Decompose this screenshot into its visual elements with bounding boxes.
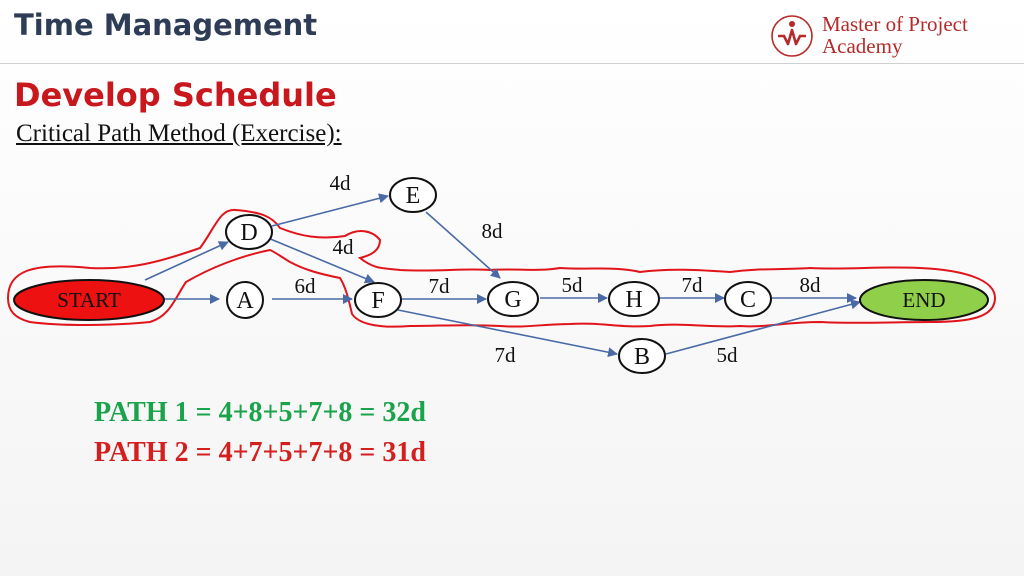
node-start-label: START bbox=[57, 288, 121, 312]
node-g-label: G bbox=[504, 287, 521, 313]
brand-logo: Master of Project Academy bbox=[770, 12, 1016, 58]
duration-f-b: 7d bbox=[495, 343, 517, 367]
arrow-e-g bbox=[425, 211, 501, 279]
node-b-label: B bbox=[634, 344, 650, 370]
duration-d-e: 4d bbox=[330, 171, 352, 195]
node-c-label: C bbox=[740, 287, 756, 313]
duration-c-end: 8d bbox=[800, 273, 822, 297]
path-2-calculation: PATH 2 = 4+7+5+7+8 = 31d bbox=[94, 437, 426, 468]
slide-header: Time Management Master of Project Academ… bbox=[0, 0, 1024, 64]
node-f-shape bbox=[354, 282, 402, 318]
arrow-d-e bbox=[271, 193, 389, 227]
node-end-shape bbox=[859, 279, 989, 321]
node-h-shape bbox=[608, 281, 660, 317]
node-end-label: END bbox=[902, 288, 945, 312]
duration-d-f: 4d bbox=[333, 235, 355, 259]
page-title: Time Management bbox=[14, 8, 318, 42]
node-e-shape bbox=[389, 177, 437, 213]
node-b-shape bbox=[618, 338, 666, 374]
node-e-label: E bbox=[406, 183, 421, 209]
logo-text-line2: Academy bbox=[822, 34, 903, 58]
node-g-shape bbox=[487, 281, 539, 317]
duration-g-h: 5d bbox=[562, 273, 584, 297]
node-a-label: A bbox=[236, 288, 254, 314]
path-1-calculation: PATH 1 = 4+8+5+7+8 = 32d bbox=[94, 397, 426, 428]
node-d-shape bbox=[225, 214, 273, 250]
node-start-shape bbox=[13, 279, 165, 321]
node-d-label: D bbox=[240, 220, 257, 246]
arrow-start-d bbox=[144, 241, 229, 281]
duration-h-c: 7d bbox=[682, 273, 704, 297]
arrow-f-b bbox=[397, 309, 618, 358]
node-c-shape bbox=[724, 281, 772, 317]
critical-path-outline bbox=[6, 208, 997, 328]
header-divider bbox=[0, 63, 1024, 64]
node-a-shape bbox=[226, 281, 264, 319]
duration-f-g: 7d bbox=[429, 274, 451, 298]
section-title: Develop Schedule bbox=[14, 76, 337, 114]
logo-text-line1: Master of Project bbox=[822, 12, 968, 36]
node-f-label: F bbox=[371, 288, 384, 314]
duration-e-g: 8d bbox=[482, 219, 504, 243]
node-h-label: H bbox=[625, 287, 642, 313]
brand-logo-icon bbox=[771, 15, 813, 57]
section-subtitle: Critical Path Method (Exercise): bbox=[16, 120, 342, 147]
duration-a-f: 6d bbox=[295, 274, 317, 298]
arrow-d-f bbox=[267, 237, 375, 284]
duration-b-end: 5d bbox=[717, 343, 739, 367]
arrow-b-end bbox=[665, 299, 861, 355]
